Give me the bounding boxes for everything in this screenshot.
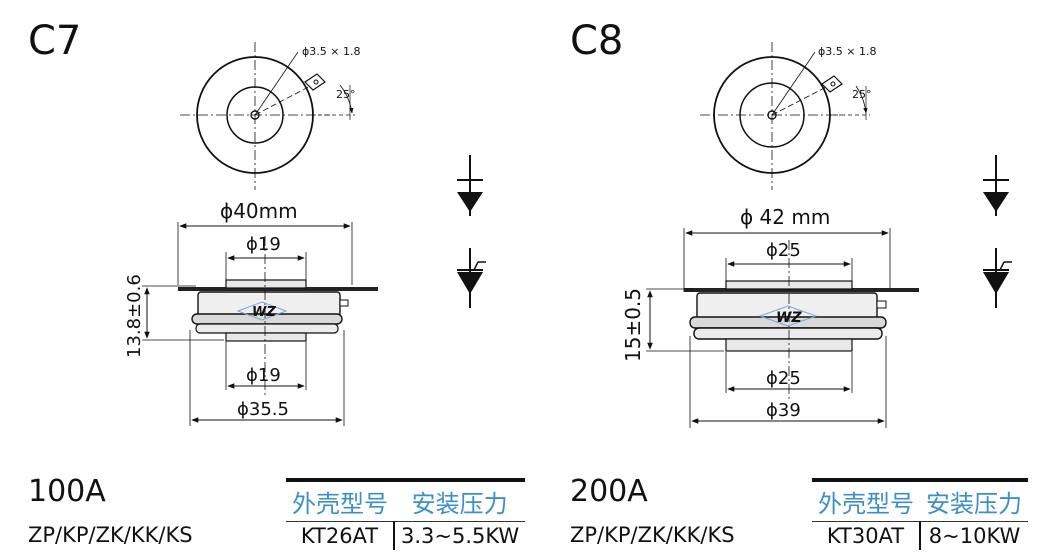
dim-outer-top-right: ϕ 42 mm bbox=[740, 205, 830, 229]
thyristor-symbol-right-1 bbox=[983, 155, 1009, 216]
dim-outer-top-left: ϕ40mm bbox=[220, 199, 298, 223]
thyristor-symbol-left-2 bbox=[457, 248, 486, 308]
logo-text-right: WZ bbox=[776, 310, 802, 326]
dim-height-right: 15±0.5 bbox=[621, 288, 645, 362]
dim-inner-top-right: ϕ25 bbox=[766, 240, 801, 261]
models-right: ZP/KP/ZK/KK/KS bbox=[570, 523, 735, 547]
hole-label-left: ϕ3.5 × 1.8 bbox=[302, 45, 360, 58]
case-model-right: KT30AT bbox=[826, 524, 905, 548]
logo-right: WZ bbox=[758, 305, 818, 327]
rating-right: 200A bbox=[570, 474, 648, 509]
side-view-right bbox=[646, 228, 919, 428]
top-view-right bbox=[700, 42, 870, 190]
spec-table-left: 外壳型号 安装压力 KT26AT 3.3~5.5KW bbox=[286, 478, 526, 550]
mount-pressure-left: 3.3~5.5KW bbox=[392, 521, 526, 550]
mount-pressure-right: 8~10KW bbox=[919, 521, 1028, 550]
case-title-right: C8 bbox=[570, 18, 624, 64]
angle-label-right: 25° bbox=[852, 88, 872, 101]
side-view-left bbox=[142, 222, 378, 426]
header-case-model-right: 外壳型号 bbox=[812, 478, 920, 522]
header-mount-pressure-left: 安装压力 bbox=[394, 478, 526, 522]
spec-table-right: 外壳型号 安装压力 KT30AT 8~10KW bbox=[812, 478, 1028, 550]
dim-outer-bottom-left: ϕ35.5 bbox=[237, 399, 289, 420]
case-model-left: KT26AT bbox=[300, 524, 379, 548]
rating-left: 100A bbox=[28, 474, 106, 509]
dim-outer-bottom-right: ϕ39 bbox=[766, 400, 801, 421]
hole-label-right: ϕ3.5 × 1.8 bbox=[818, 45, 876, 58]
thyristor-symbol-right-2 bbox=[983, 248, 1012, 308]
dim-height-left: 13.8±0.6 bbox=[124, 274, 145, 358]
thyristor-symbol-left-1 bbox=[457, 155, 483, 216]
angle-label-left: 25° bbox=[336, 88, 356, 101]
models-left: ZP/KP/ZK/KK/KS bbox=[28, 523, 193, 547]
case-title-left: C7 bbox=[28, 18, 82, 64]
logo-left: WZ bbox=[236, 301, 288, 321]
dim-inner-bottom-left: ϕ19 bbox=[246, 365, 281, 386]
dim-inner-top-left: ϕ19 bbox=[246, 234, 281, 255]
header-mount-pressure-right: 安装压力 bbox=[920, 478, 1028, 522]
header-case-model-left: 外壳型号 bbox=[286, 478, 394, 522]
dim-inner-bottom-right: ϕ25 bbox=[766, 368, 801, 389]
top-view-left bbox=[180, 42, 355, 190]
logo-text-left: WZ bbox=[252, 305, 276, 320]
